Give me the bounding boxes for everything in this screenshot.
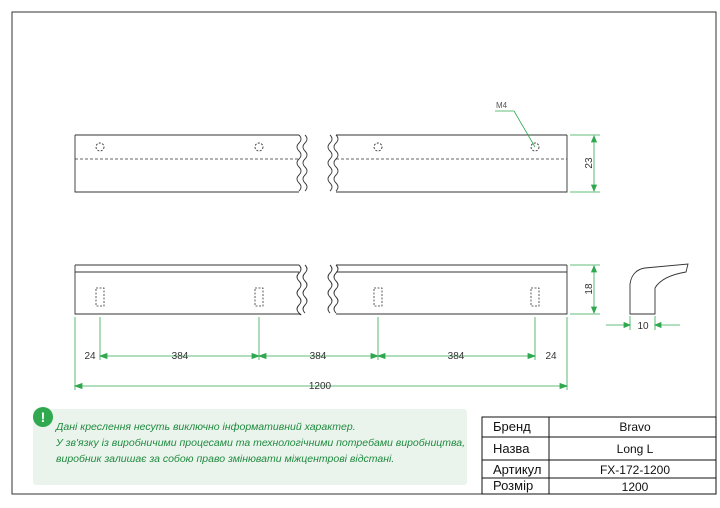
dim-pitch-1: 384: [172, 351, 189, 362]
dimension-chain: [73, 317, 569, 390]
article-value: FX-172-1200: [599, 463, 671, 477]
disclaimer-note: [33, 409, 467, 485]
dim-total: 1200: [309, 381, 332, 392]
profile-width-label: 10: [637, 321, 649, 332]
exclamation-icon: !: [33, 407, 53, 427]
profile-section: [629, 263, 689, 315]
dim-pitch-2: 384: [310, 351, 327, 362]
name-label: Назва: [493, 441, 530, 456]
title-block: [481, 416, 717, 495]
thread-label: M4: [496, 101, 508, 110]
dim-profile-width: [606, 316, 680, 330]
dim-pitch-3: 384: [448, 351, 465, 362]
side-view: [74, 264, 568, 316]
dim-edge-right: 24: [545, 351, 557, 362]
brand-label: Бренд: [493, 419, 531, 434]
height-top-label: 23: [584, 157, 595, 169]
size-value: 1200: [621, 480, 649, 494]
note-line-3: виробник залишає за собою право змінюват…: [56, 453, 395, 465]
dim-edge-left: 24: [84, 351, 96, 362]
size-label: Розмір: [493, 478, 534, 493]
note-line-2: У зв'язку із виробничими процесами та те…: [56, 437, 466, 449]
note-line-1: Дані креслення несуть виключно інформати…: [56, 421, 356, 433]
height-side-label: 18: [584, 283, 595, 295]
top-view: [74, 134, 568, 193]
drawing-frame: [11, 11, 717, 495]
thread-leader: [513, 110, 536, 148]
name-value: Long L: [616, 442, 654, 456]
article-label: Артикул: [493, 462, 542, 477]
dim-height-side: [570, 264, 600, 315]
dim-height-top: [570, 134, 600, 193]
brand-value: Bravo: [619, 420, 651, 434]
